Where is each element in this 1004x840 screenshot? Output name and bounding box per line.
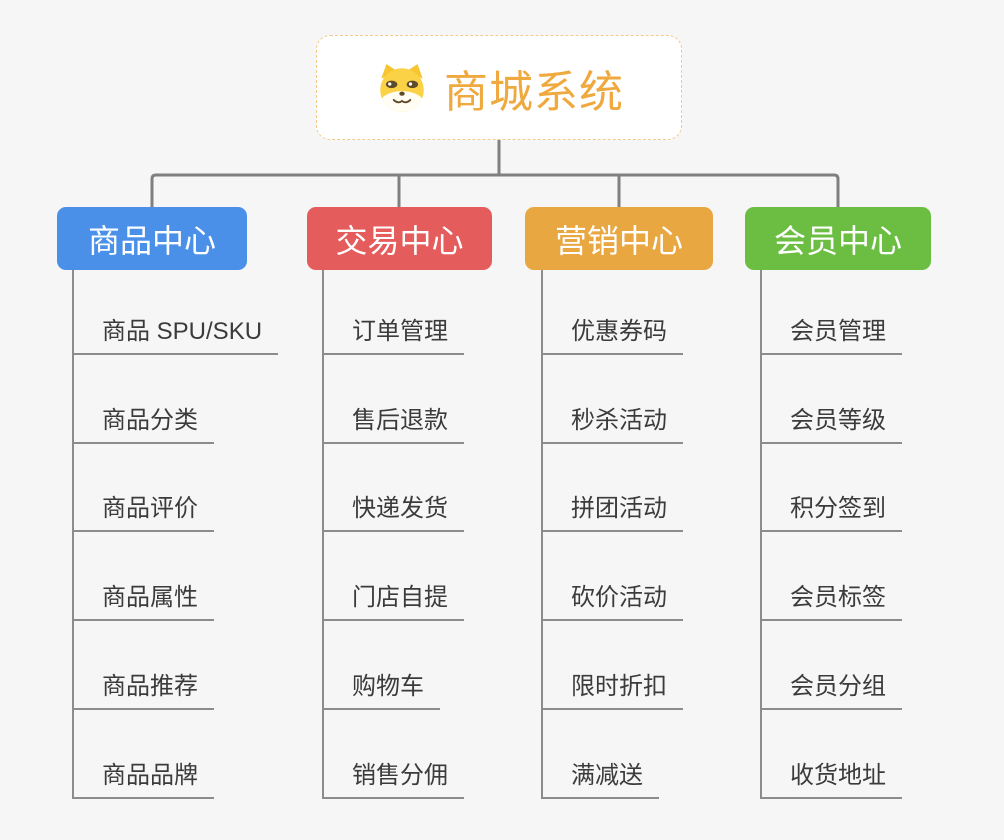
- branch-node-product-center[interactable]: 商品中心: [57, 207, 247, 270]
- leaf-topic[interactable]: 门店自提: [324, 573, 464, 621]
- branch-leaves: 订单管理 售后退款 快递发货 门店自提 购物车 销售分佣: [322, 270, 562, 799]
- leaf-topic[interactable]: 收货地址: [762, 751, 902, 799]
- root-topic[interactable]: 商城系统: [316, 35, 682, 140]
- branch-leaves: 优惠券码 秒杀活动 拼团活动 砍价活动 限时折扣 满减送: [541, 270, 781, 799]
- leaf-topic[interactable]: 售后退款: [324, 396, 464, 444]
- branch-leaves: 商品 SPU/SKU 商品分类 商品评价 商品属性 商品推荐 商品品牌: [72, 270, 312, 799]
- branch-label: 营销中心: [554, 222, 683, 259]
- leaf-topic[interactable]: 积分签到: [762, 484, 902, 532]
- leaf-topic[interactable]: 限时折扣: [543, 662, 683, 710]
- dog-face-icon: [374, 62, 430, 114]
- leaf-topic[interactable]: 会员分组: [762, 662, 902, 710]
- leaf-topic[interactable]: 销售分佣: [324, 751, 464, 799]
- branch-label: 会员中心: [773, 222, 902, 259]
- leaf-topic[interactable]: 商品品牌: [74, 751, 214, 799]
- leaf-topic[interactable]: 会员等级: [762, 396, 902, 444]
- leaf-topic[interactable]: 快递发货: [324, 484, 464, 532]
- branch-label: 交易中心: [335, 222, 464, 259]
- leaf-topic[interactable]: 砍价活动: [543, 573, 683, 621]
- leaf-topic[interactable]: 商品推荐: [74, 662, 214, 710]
- leaf-topic[interactable]: 商品 SPU/SKU: [74, 307, 279, 355]
- branch-leaves: 会员管理 会员等级 积分签到 会员标签 会员分组 收货地址: [760, 270, 1000, 799]
- leaf-topic[interactable]: 购物车: [324, 662, 440, 710]
- leaf-topic[interactable]: 优惠券码: [543, 307, 683, 355]
- leaf-topic[interactable]: 会员管理: [762, 307, 902, 355]
- branch-node-trade-center[interactable]: 交易中心: [307, 207, 492, 270]
- leaf-topic[interactable]: 拼团活动: [543, 484, 683, 532]
- branch-label: 商品中心: [87, 222, 216, 259]
- branch-node-marketing-center[interactable]: 营销中心: [525, 207, 713, 270]
- branch-node-member-center[interactable]: 会员中心: [745, 207, 931, 270]
- leaf-topic[interactable]: 秒杀活动: [543, 396, 683, 444]
- root-topic-title: 商城系统: [444, 67, 624, 117]
- leaf-topic[interactable]: 商品评价: [74, 484, 214, 532]
- leaf-topic[interactable]: 满减送: [543, 751, 659, 799]
- leaf-topic[interactable]: 商品分类: [74, 396, 214, 444]
- leaf-topic[interactable]: 会员标签: [762, 573, 902, 621]
- leaf-topic[interactable]: 订单管理: [324, 307, 464, 355]
- leaf-topic[interactable]: 商品属性: [74, 573, 214, 621]
